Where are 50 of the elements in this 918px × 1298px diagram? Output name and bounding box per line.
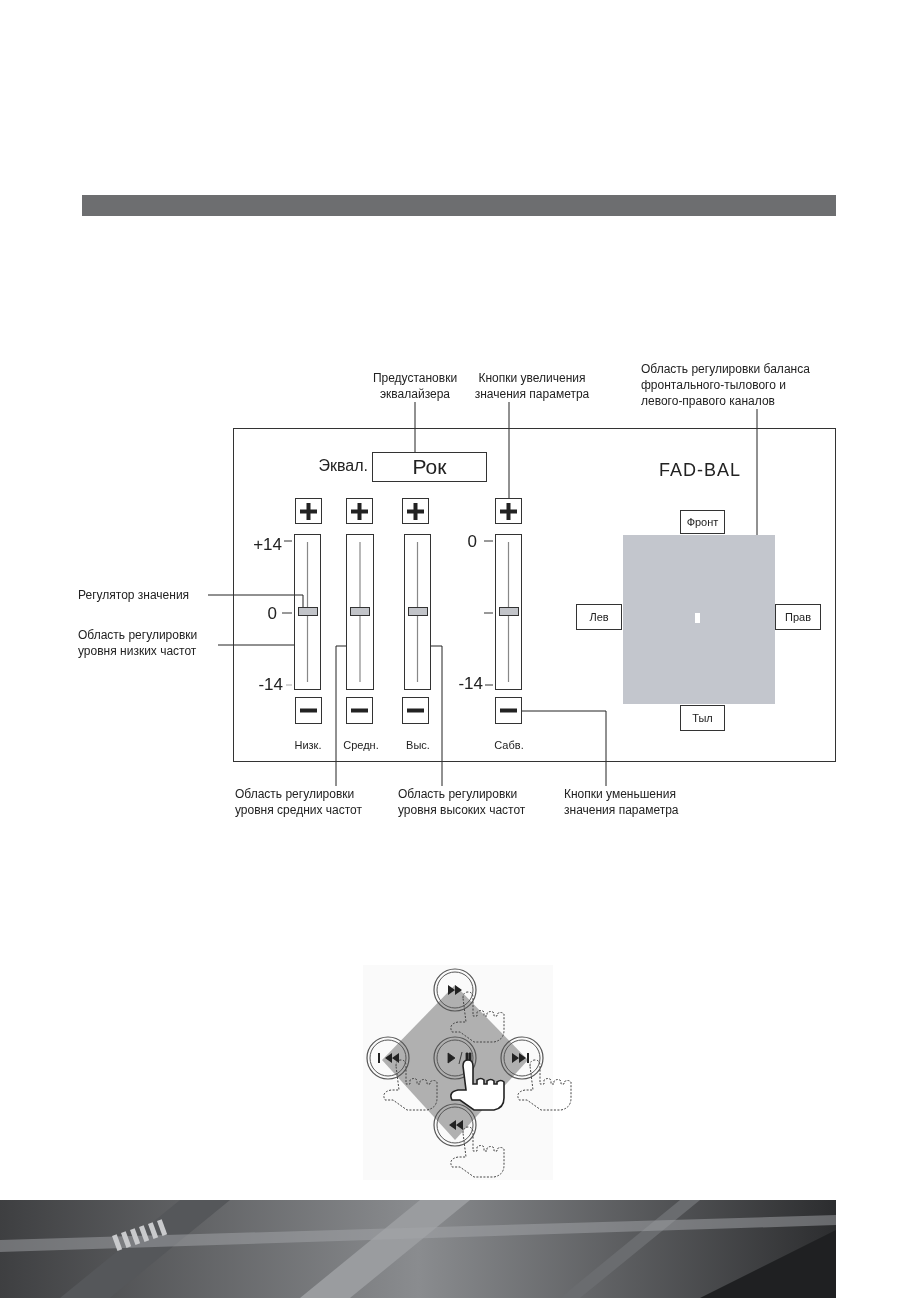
slider-thumb [298,607,318,616]
callout-text: Кнопки увеличения значения параметра [470,370,594,402]
leader-line [508,401,510,499]
scale-value: -14 [258,675,283,695]
leader-line [430,645,443,787]
channel-name: Низк. [294,739,322,751]
slider-track [346,534,374,690]
scale-value: 0 [267,604,277,624]
leader-line [756,408,758,536]
scale-value: -14 [458,674,483,694]
scale-value: 0 [467,532,477,552]
plus-button [295,498,322,524]
title-text: FAD-BAL [659,459,741,481]
callout-text: Область регулировки уровня средних частот [235,786,385,818]
slider-thumb [408,607,428,616]
minus-button [402,697,429,724]
equalizer-panel [233,428,836,762]
callout-text: Предустановки эквалайзера [364,370,466,402]
slider-track [495,534,522,690]
plus-button [402,498,429,524]
callout-text: Область регулировки уровня высоких частот [398,786,548,818]
channel-name: Средн. [343,739,379,751]
slider-thumb [499,607,519,616]
preset-display: Рок [372,452,487,482]
plus-button [495,498,522,524]
balance-area [623,535,775,704]
callout-text: Область регулировки уровня низких частот [78,627,218,659]
channel-label: Прав [775,604,821,630]
channel-label: Тыл [680,705,725,731]
channel-name: Сабв. [494,739,524,751]
minus-button [346,697,373,724]
minus-button [495,697,522,724]
callout-text: Регулятор значения [78,587,208,603]
leader-line [335,645,347,787]
scale-value: +14 [253,535,282,555]
channel-name: Выс. [406,739,430,751]
field-label: Эквал. [318,457,368,475]
leader-line [521,710,607,787]
leader-line [217,644,295,646]
channel-label: Лев [576,604,622,630]
plus-button [346,498,373,524]
slider-track [404,534,431,690]
callout-text: Область регулировки баланса фронтального-тылового и левого-правого каналов [641,361,821,409]
channel-label: Фронт [680,510,725,534]
leader-line [414,401,416,453]
slider-track [294,534,321,690]
callout-text: Кнопки уменьшения значения параметра [564,786,704,818]
minus-button [295,697,322,724]
leader-line [207,594,304,608]
slider-thumb [350,607,370,616]
